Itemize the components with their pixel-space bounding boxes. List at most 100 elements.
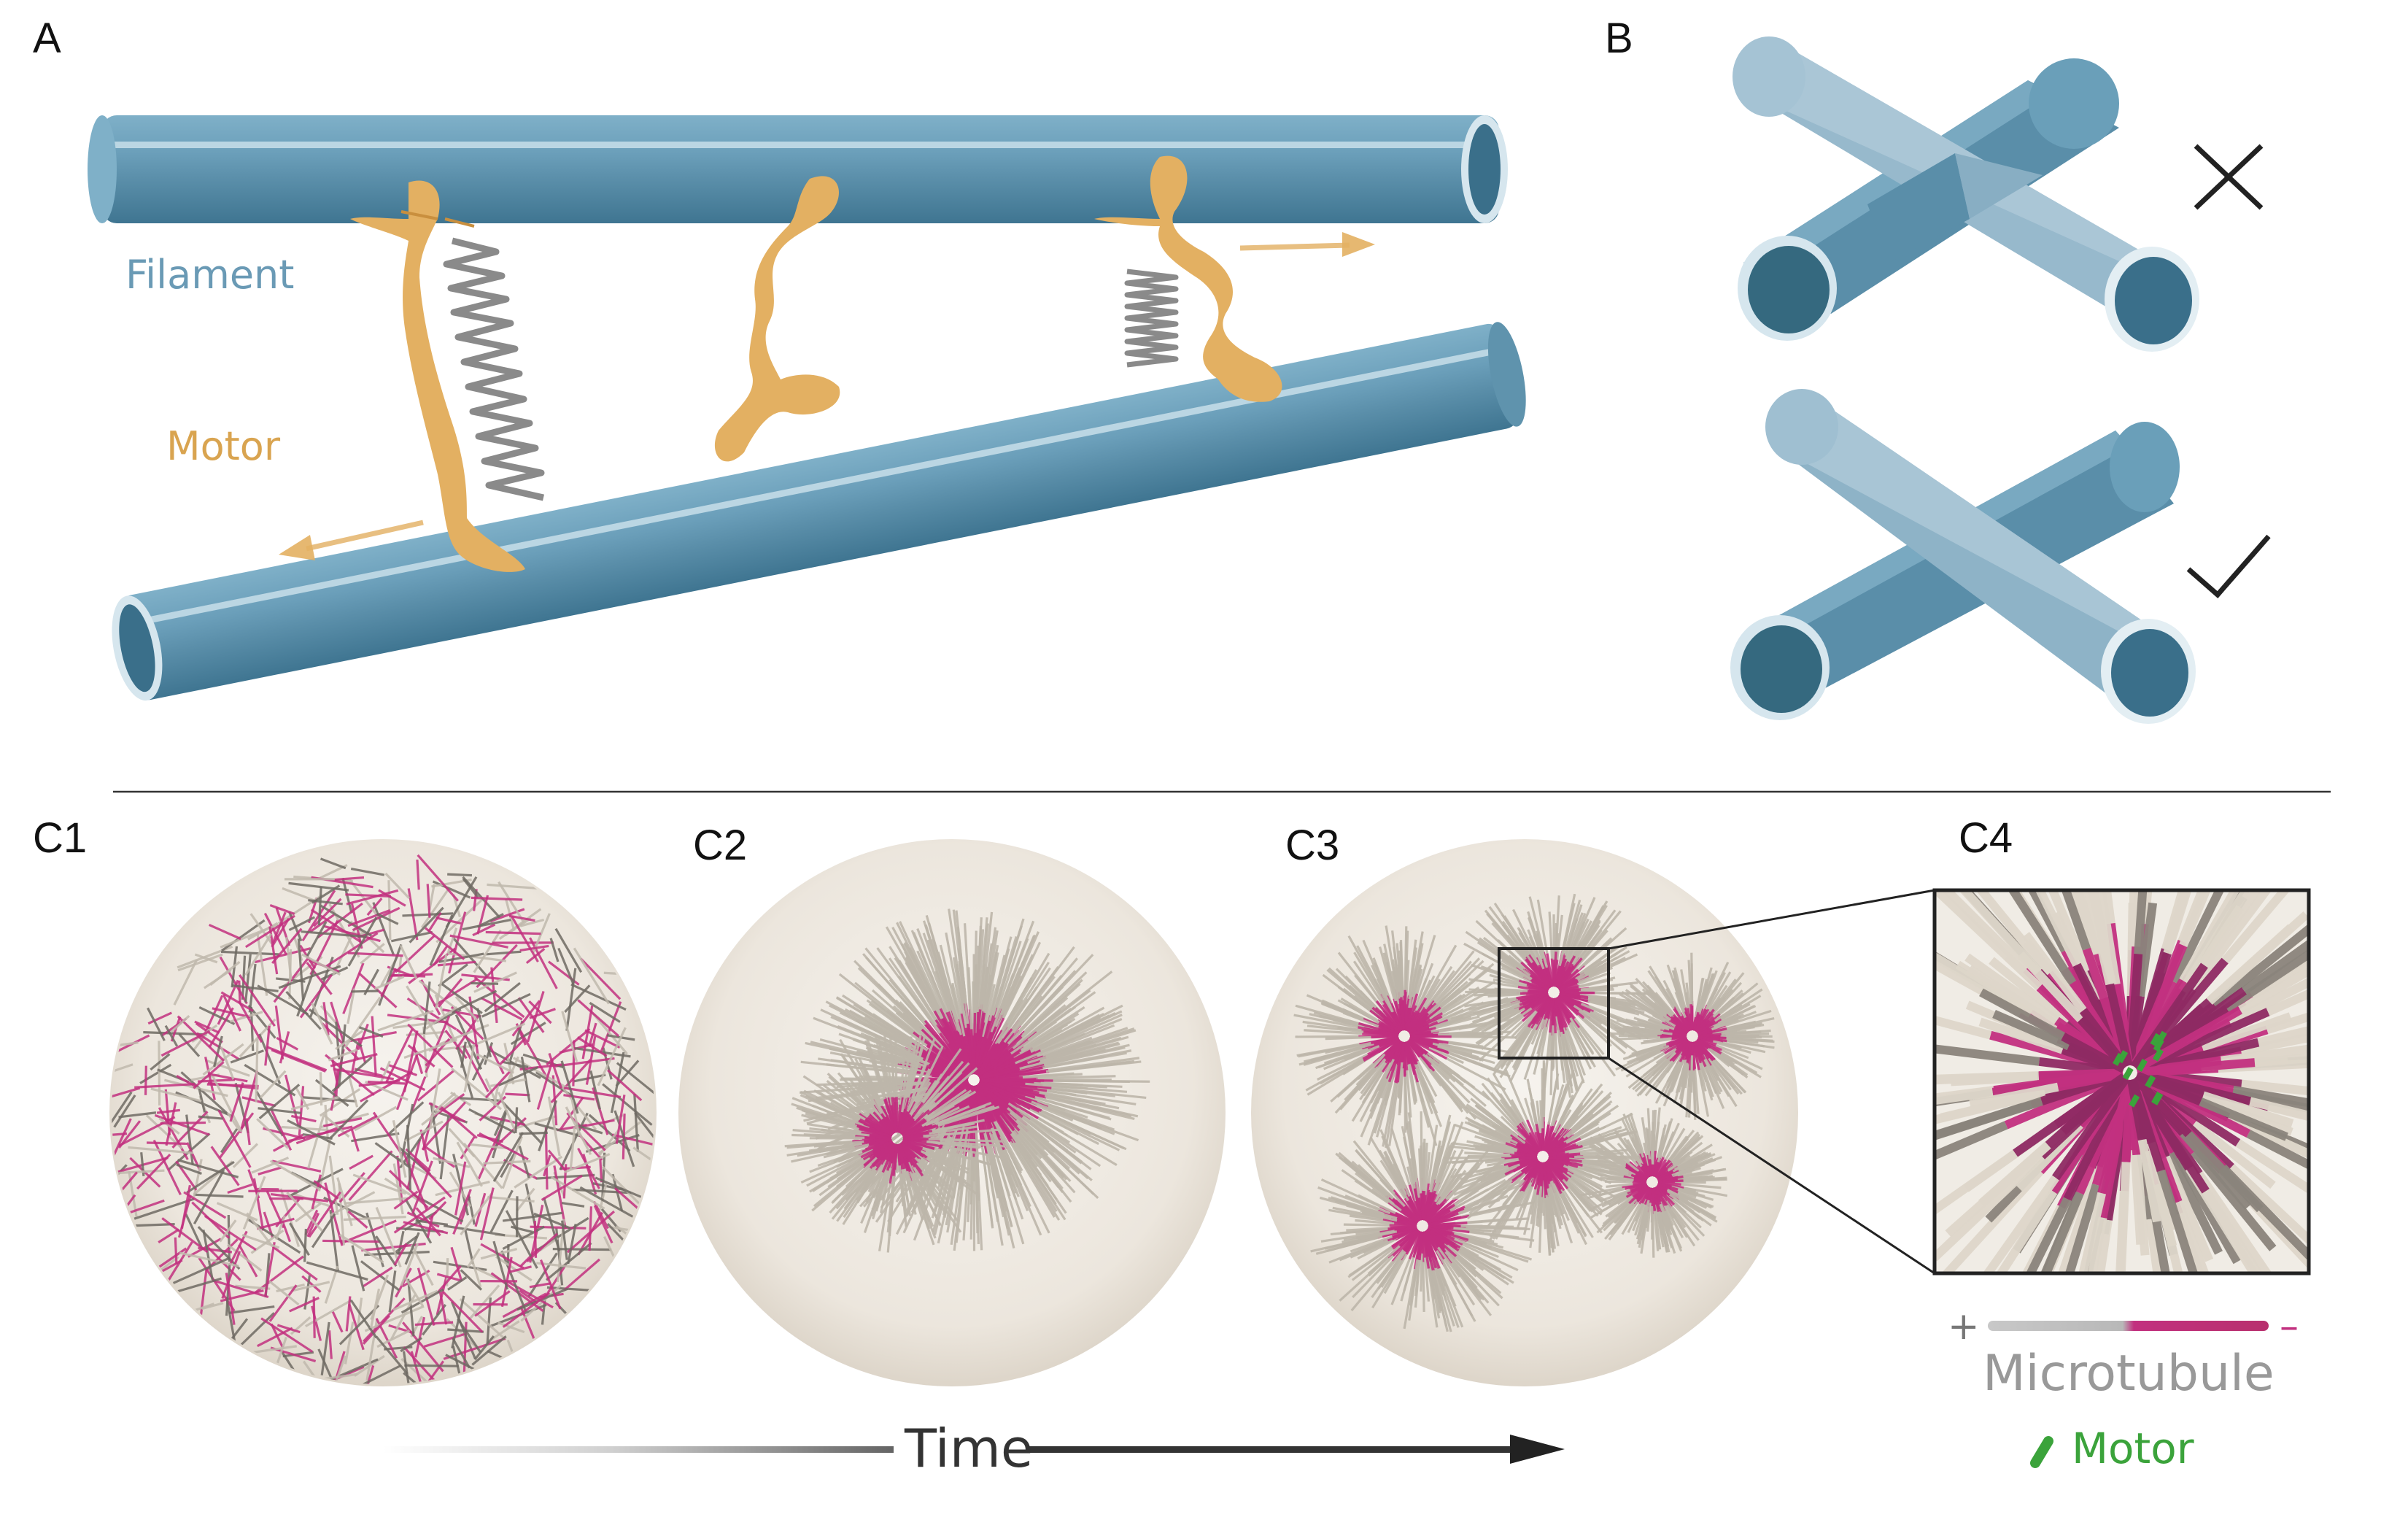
microtubule-strand [889,1036,896,1098]
microtubule-strand [870,1087,928,1099]
microtubule-strand [220,991,254,1012]
microtubule-strand [1727,1040,1775,1049]
microtubule-strand [928,1138,975,1142]
microtubule-strand [1672,1014,1689,1033]
microtubule-strand [1695,991,1702,1018]
microtubule-strand [324,1265,339,1304]
microtubule-strand [1034,1095,1110,1119]
microtubule-strand [1013,1130,1064,1194]
microtubule-strand [1475,1146,1515,1154]
microtubule-strand [1367,1245,1401,1275]
microtubule-strand [1565,1181,1599,1217]
microtubule-strand [331,1056,373,1092]
microtubule-strand [347,952,403,957]
microtubule-strand [1023,1006,1085,1049]
microtubule-strand [403,1276,425,1307]
microtubule-strand [1609,1032,1658,1037]
microtubule-strand [1039,1091,1120,1110]
microtubule-strand [1535,995,1551,1012]
microtubule-strand [923,1131,962,1138]
microtubule-strand [305,921,328,958]
microtubule-strand [1528,896,1545,953]
microtubule-strand [547,1149,568,1173]
microtubule-strand [859,1089,884,1120]
microtubule-strand [1326,968,1373,1010]
microtubule-strand [1401,1041,1405,1063]
microtubule-strand [1009,976,1056,1035]
microtubule-strand [1551,1025,1555,1071]
microtubule-strand [1560,1189,1587,1237]
microtubule-strand [819,1038,905,1063]
microtubule-strand [978,1081,1040,1119]
microtubule-strand [1697,1070,1710,1117]
microtubule-strand [471,1259,482,1288]
microtubule-strand [1558,983,1579,992]
microtubule-strand [792,1129,856,1137]
microtubule-strand [421,1101,467,1151]
microtubule-strand [602,1083,653,1126]
microtubule-strand [1504,1069,1529,1121]
microtubule-strand [348,1150,393,1201]
microtubule-strand [852,1094,880,1122]
microtubule-strand [275,1336,287,1367]
microtubule-strand [557,947,575,985]
microtubule-strand [1396,1219,1417,1227]
microtubule-strand [550,1059,592,1103]
microtubule-strand [371,1016,377,1076]
microtubule-strand [1535,997,1552,1025]
microtubule-strand [1358,1026,1399,1037]
microtubule-strand [397,1230,405,1255]
microtubule-strand [977,1082,1009,1109]
microtubule-strand [345,893,392,898]
microtubule-strand [439,1116,450,1180]
microtubule-strand [334,876,365,881]
microtubule-strand [351,1132,400,1143]
microtubule-strand [1406,1070,1412,1118]
microtubule-strand [1425,1198,1447,1223]
microtubule-strand [1417,979,1441,1014]
microtubule-strand [1651,1187,1656,1211]
microtubule-strand [508,1265,532,1273]
microtubule-strand [1674,1024,1688,1035]
microtubule-strand [471,1054,487,1081]
microtubule-strand [812,1158,864,1192]
microtubule-strand [364,1305,425,1332]
microtubule-strand [1453,1227,1497,1232]
microtubule-strand [447,1328,484,1333]
microtubule-strand [177,1159,239,1178]
microtubule-strand [1489,973,1528,987]
microtubule-strand [1450,1164,1505,1178]
microtubule-strand [1584,1167,1625,1178]
microtubule-strand [902,1140,922,1153]
microtubule-strand [263,912,287,955]
microtubule-strand [983,930,999,1014]
microtubule-strand [1714,999,1747,1022]
microtubule-strand [1545,1127,1565,1153]
microtubule-strand [374,1142,411,1169]
microtubule-strand [1676,1143,1713,1168]
microtubule-strand [320,1321,330,1375]
microtubule-strand [1432,1042,1473,1055]
microtubule-strand [1361,1211,1398,1222]
microtubule-strand [158,1117,180,1135]
microtubule-strand [1563,1165,1593,1180]
microtubule-strand [1013,1142,1066,1221]
microtubule-strand [128,1146,194,1154]
microtubule-strand [1455,1255,1503,1300]
microtubule-strand [1672,1141,1703,1167]
microtubule-strand [1016,1124,1072,1182]
microtubule-strand [1576,961,1611,981]
microtubule-strand [344,1321,355,1365]
microtubule-strand [1570,946,1596,975]
microtubule-strand [251,1157,290,1174]
microtubule-strand [270,1108,293,1151]
microtubule-strand [1549,1185,1563,1226]
microtubule-strand [468,1108,516,1134]
microtubule-strand [1630,985,1668,1016]
microtubule-strand [1027,1041,1093,1065]
microtubule-strand [983,952,999,1023]
microtubule-strand [288,916,316,932]
microtubule-strand [1671,1136,1701,1165]
microtubule-strand [988,948,1010,1022]
microtubule-strand [345,1296,352,1332]
